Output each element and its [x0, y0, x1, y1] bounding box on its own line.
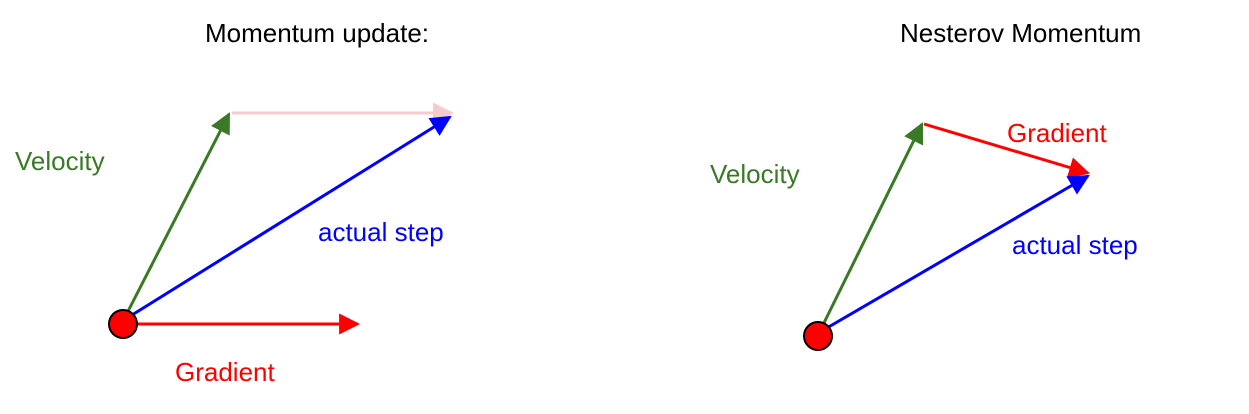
actual-step-arrow — [123, 115, 452, 322]
momentum-update-diagram: Momentum update: Velocity actual step Gr… — [15, 18, 455, 387]
origin-point — [803, 321, 833, 351]
gradient-arrow — [923, 122, 1091, 178]
actual-step-label: actual step — [1012, 230, 1138, 260]
gradient-label: Gradient — [175, 357, 275, 387]
velocity-label: Velocity — [15, 146, 105, 176]
origin-point — [108, 309, 138, 339]
momentum-update-title: Momentum update: — [205, 18, 429, 48]
velocity-label: Velocity — [710, 159, 800, 189]
nesterov-momentum-title: Nesterov Momentum — [900, 18, 1141, 48]
actual-step-arrow — [819, 174, 1090, 334]
actual-step-label: actual step — [318, 217, 444, 247]
velocity-arrow — [816, 122, 924, 336]
gradient-label: Gradient — [1007, 118, 1107, 148]
nesterov-momentum-diagram: Nesterov Momentum Velocity Gradient actu… — [710, 18, 1141, 351]
velocity-arrow — [120, 112, 231, 324]
